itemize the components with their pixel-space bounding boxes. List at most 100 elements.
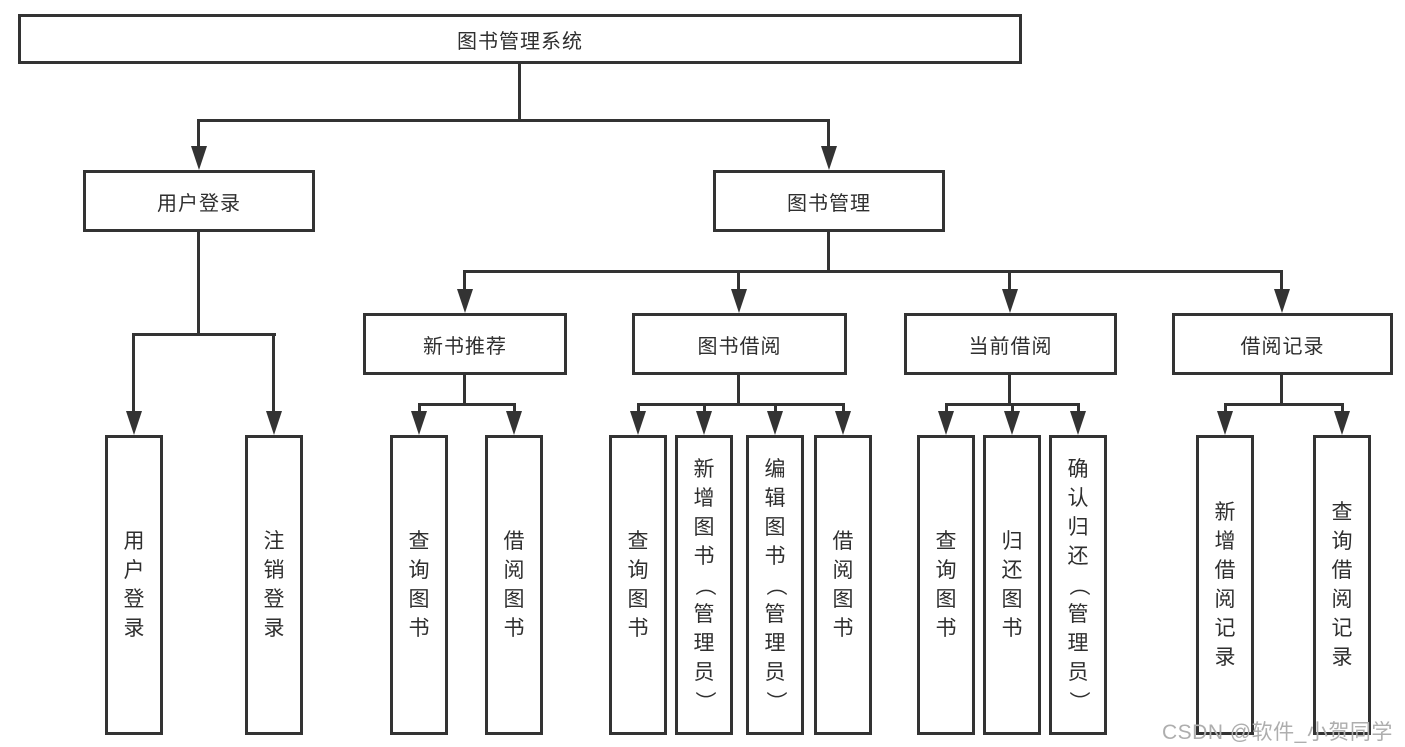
leaf-label-char: ） bbox=[692, 690, 716, 712]
leaf-label-char: 编 bbox=[764, 457, 786, 481]
connector-vline bbox=[1008, 270, 1011, 290]
leaf-label-char: 辑 bbox=[764, 486, 786, 510]
connector-hline bbox=[637, 403, 844, 406]
leaf-label-char: 管 bbox=[693, 602, 715, 626]
leaf-label-char: 还 bbox=[1001, 559, 1023, 582]
leaf-label-char: （ bbox=[692, 574, 716, 596]
leaf-label-char: 员 bbox=[1067, 660, 1089, 684]
connector-vline bbox=[197, 119, 200, 147]
node-book-management-label: 图书管理 bbox=[787, 192, 871, 215]
leaf-label-char: 书 bbox=[693, 544, 715, 568]
csdn-watermark: CSDN @软件_小贺同学 bbox=[1162, 721, 1393, 744]
connector-vline bbox=[463, 375, 466, 406]
leaf-query-books-1: 查询图书 bbox=[390, 435, 448, 735]
leaf-label-char: 记 bbox=[1214, 617, 1236, 640]
leaf-label-char: 理 bbox=[693, 631, 715, 655]
leaf-label-char: 阅 bbox=[1214, 588, 1236, 611]
leaf-label-char: 阅 bbox=[503, 559, 525, 582]
connector-vline bbox=[842, 403, 845, 413]
node-root-system: 图书管理系统 bbox=[18, 14, 1022, 64]
connector-vline bbox=[737, 270, 740, 290]
connector-vline bbox=[463, 270, 466, 290]
leaf-label-char: 图 bbox=[764, 515, 786, 539]
arrow-down-icon bbox=[835, 411, 851, 435]
node-new-book-recommend-label: 新书推荐 bbox=[423, 335, 507, 358]
leaf-label-char: 户 bbox=[123, 559, 145, 582]
leaf-label-char: 增 bbox=[693, 486, 715, 510]
leaf-label-char: 新 bbox=[1214, 501, 1236, 524]
leaf-label-char: 新 bbox=[693, 457, 715, 481]
connector-vline bbox=[1280, 375, 1283, 406]
leaf-label-char: 员 bbox=[693, 660, 715, 684]
leaf-label-char: 书 bbox=[832, 617, 854, 640]
connector-vline bbox=[774, 403, 777, 413]
leaf-label-char: 认 bbox=[1067, 486, 1089, 510]
leaf-label-char: 图 bbox=[408, 588, 430, 611]
leaf-label-char: 书 bbox=[1001, 617, 1023, 640]
leaf-return-books: 归还图书 bbox=[983, 435, 1041, 735]
leaf-label-char: 理 bbox=[1067, 631, 1089, 655]
arrow-down-icon bbox=[767, 411, 783, 435]
connector-vline bbox=[703, 403, 706, 413]
leaf-query-books-2: 查询图书 bbox=[609, 435, 667, 735]
connector-hline bbox=[464, 270, 1283, 273]
leaf-label-char: 询 bbox=[627, 559, 649, 582]
leaf-label-char: 查 bbox=[1331, 501, 1353, 524]
leaf-label-char: 增 bbox=[1214, 530, 1236, 553]
arrow-down-icon bbox=[1070, 411, 1086, 435]
leaf-label-char: 管 bbox=[764, 602, 786, 626]
leaf-label-char: 登 bbox=[263, 588, 285, 611]
leaf-label-char: 图 bbox=[1001, 588, 1023, 611]
connector-vline bbox=[1280, 270, 1283, 290]
connector-vline bbox=[132, 333, 135, 411]
leaf-label-char: 查 bbox=[627, 530, 649, 553]
arrow-down-icon bbox=[1274, 289, 1290, 313]
leaf-confirm-return-admin: 确认归还（管理员） bbox=[1049, 435, 1107, 735]
leaf-label-char: 询 bbox=[1331, 530, 1353, 553]
node-new-book-recommend: 新书推荐 bbox=[363, 313, 567, 375]
arrow-down-icon bbox=[266, 411, 282, 435]
leaf-label-char: 图 bbox=[935, 588, 957, 611]
leaf-label-char: 图 bbox=[627, 588, 649, 611]
connector-hline bbox=[418, 403, 515, 406]
leaf-query-borrow-record: 查询借阅记录 bbox=[1313, 435, 1371, 735]
leaf-borrow-books-2: 借阅图书 bbox=[814, 435, 872, 735]
connector-vline bbox=[1077, 403, 1080, 413]
node-current-borrow: 当前借阅 bbox=[904, 313, 1117, 375]
leaf-label-char: 录 bbox=[263, 617, 285, 640]
leaf-label-char: 书 bbox=[408, 617, 430, 640]
leaf-label-char: 图 bbox=[693, 515, 715, 539]
leaf-label-char: 借 bbox=[503, 530, 525, 553]
leaf-label-char: 确 bbox=[1067, 457, 1089, 481]
node-borrow-records-label: 借阅记录 bbox=[1240, 335, 1325, 358]
node-current-borrow-label: 当前借阅 bbox=[968, 335, 1053, 358]
arrow-down-icon bbox=[411, 411, 427, 435]
leaf-user-login: 用户登录 bbox=[105, 435, 163, 735]
leaf-label-char: 录 bbox=[1331, 646, 1353, 669]
leaf-label-char: 借 bbox=[1331, 559, 1353, 582]
connector-vline bbox=[737, 375, 740, 406]
node-user-login: 用户登录 bbox=[83, 170, 315, 232]
leaf-label-char: 录 bbox=[1214, 646, 1236, 669]
leaf-label-char: 归 bbox=[1001, 530, 1023, 553]
leaf-label-char: 查 bbox=[935, 530, 957, 553]
node-book-borrow-label: 图书借阅 bbox=[697, 335, 782, 358]
connector-vline bbox=[637, 403, 640, 413]
leaf-label-char: 询 bbox=[935, 559, 957, 582]
connector-hline bbox=[1224, 403, 1343, 406]
leaf-label-char: （ bbox=[763, 574, 787, 596]
arrow-down-icon bbox=[1004, 411, 1020, 435]
connector-vline bbox=[518, 64, 521, 121]
leaf-label-char: 理 bbox=[764, 631, 786, 655]
leaf-label-char: 录 bbox=[123, 617, 145, 640]
leaf-label-char: 归 bbox=[1067, 515, 1089, 539]
leaf-label-char: 图 bbox=[503, 588, 525, 611]
leaf-logout: 注销登录 bbox=[245, 435, 303, 735]
arrow-down-icon bbox=[821, 146, 837, 170]
leaf-add-books-admin: 新增图书 （ 管理员 ） bbox=[675, 435, 733, 735]
leaf-label-char: 查 bbox=[408, 530, 430, 553]
node-root-label: 图书管理系统 bbox=[457, 30, 583, 53]
node-user-login-label: 用户登录 bbox=[157, 192, 241, 215]
leaf-label-char: ） bbox=[763, 690, 787, 712]
